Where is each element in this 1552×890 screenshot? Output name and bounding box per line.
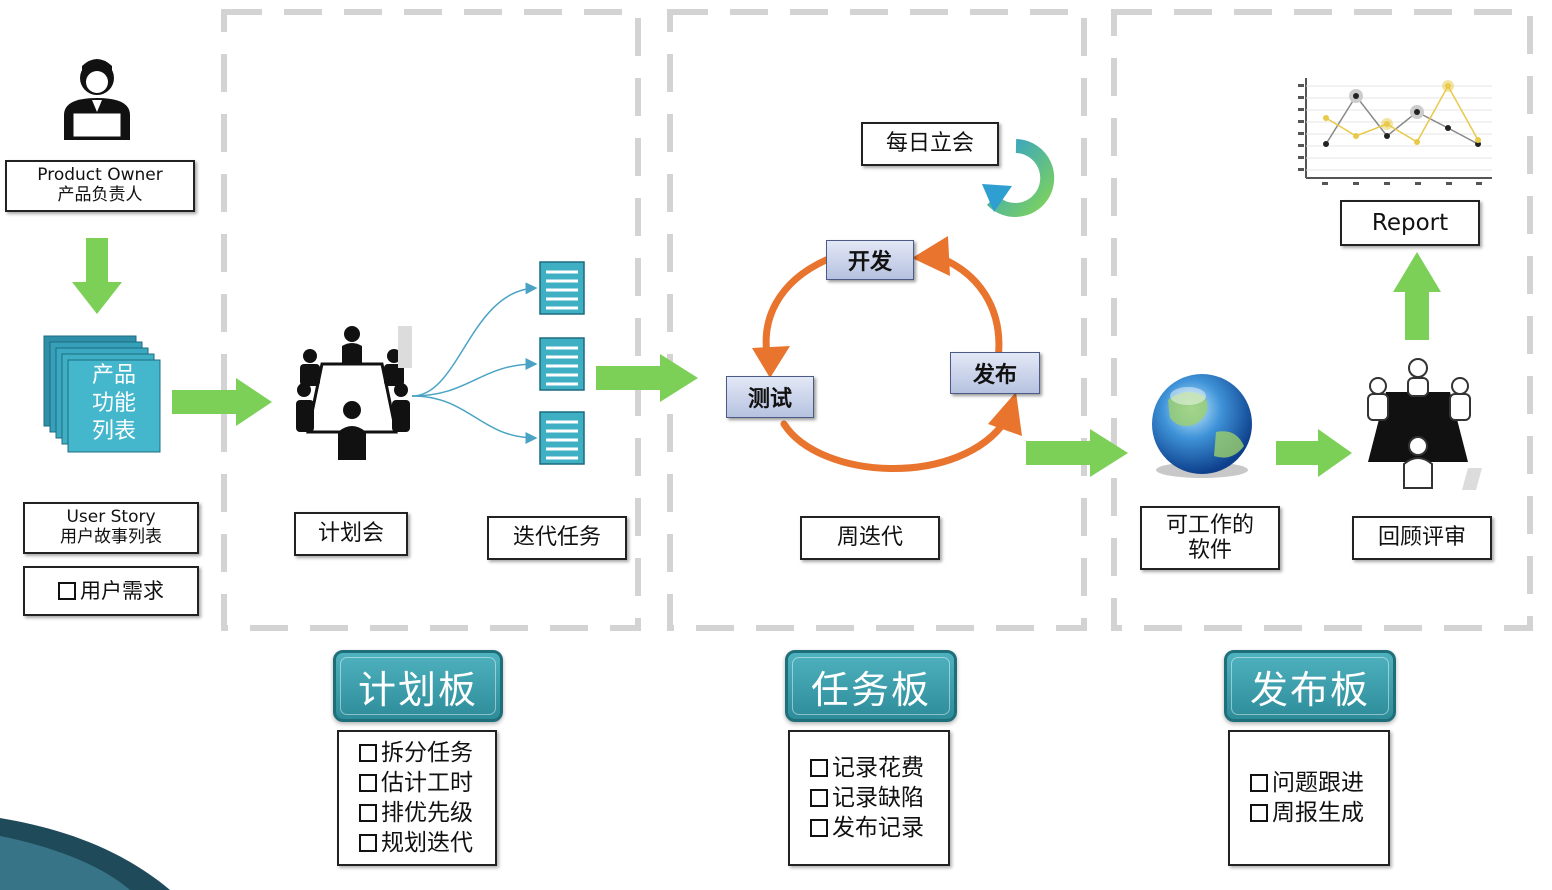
task-board-title: 任务板 (785, 650, 957, 722)
arrow-right-3 (1026, 429, 1128, 477)
task-fan-lines (411, 282, 538, 444)
backlog-card: 产品 功能 列表 (70, 362, 158, 450)
product-owner-cn: 产品负责人 (57, 185, 143, 205)
checklist-item: 估计工时 (359, 768, 495, 798)
planning-board-title: 计划板 (333, 650, 503, 722)
checkbox-icon (810, 759, 828, 777)
checklist-item: 记录缺陷 (810, 783, 948, 813)
review-meeting-icon (1367, 358, 1482, 490)
user-needs-label: 用户需求 (23, 566, 199, 616)
arrow-right-4 (1276, 429, 1352, 477)
planning-meeting-icon (296, 326, 412, 460)
task-list-icons (539, 261, 585, 465)
report-chart-icon (1298, 78, 1492, 185)
phase-box-planning (221, 9, 641, 631)
iteration-tasks-label: 迭代任务 (487, 516, 627, 560)
phase-box-release (1111, 9, 1533, 631)
checklist-item: 发布记录 (810, 813, 948, 843)
release-chip: 发布 (950, 352, 1040, 394)
product-owner-label: Product Owner 产品负责人 (5, 160, 195, 212)
review-label: 回顾评审 (1352, 516, 1492, 560)
product-owner-en: Product Owner (37, 165, 163, 186)
user-story-en: User Story (66, 507, 156, 528)
planning-meeting-label: 计划会 (294, 512, 408, 556)
arrow-right-1 (172, 378, 272, 426)
checklist-item: 排优先级 (359, 798, 495, 828)
cycle-arrowhead-develop (912, 236, 950, 276)
arrow-up-report (1393, 252, 1441, 340)
checkbox-icon (359, 834, 377, 852)
arrow-right-2 (596, 354, 698, 402)
product-owner-icon (64, 59, 130, 140)
report-label: Report (1340, 200, 1480, 246)
checkbox-icon (359, 804, 377, 822)
cycle-arrowhead-release (988, 392, 1022, 436)
backlog-line-1: 产品 (91, 363, 136, 388)
backlog-stack (43, 335, 161, 453)
develop-chip: 开发 (826, 240, 914, 280)
globe-icon (1152, 374, 1252, 478)
checkbox-icon (810, 819, 828, 837)
weekly-iteration-label: 周迭代 (800, 516, 940, 560)
release-board-checklist: 问题跟进 周报生成 (1228, 730, 1390, 866)
checkbox-icon (1250, 804, 1268, 822)
checklist-item: 记录花费 (810, 753, 948, 783)
user-story-label: User Story 用户故事列表 (23, 502, 199, 554)
checklist-item: 周报生成 (1250, 798, 1388, 828)
release-board-title: 发布板 (1224, 650, 1396, 722)
cycle-arrowhead-test (752, 346, 790, 378)
daily-standup-label: 每日立会 (861, 122, 999, 166)
planning-board-checklist: 拆分任务 估计工时 排优先级 规划迭代 (337, 730, 497, 866)
user-needs-text: 用户需求 (80, 578, 164, 603)
working-software-label: 可工作的 软件 (1140, 506, 1280, 570)
checkbox-icon (359, 774, 377, 792)
refresh-cycle-icon (982, 139, 1055, 217)
backlog-line-3: 列表 (91, 419, 136, 444)
checkbox-icon (810, 789, 828, 807)
task-board-checklist: 记录花费 记录缺陷 发布记录 (788, 730, 950, 866)
user-story-cn: 用户故事列表 (60, 527, 162, 547)
checklist-item: 问题跟进 (1250, 768, 1388, 798)
checklist-item: 规划迭代 (359, 828, 495, 858)
backlog-line-2: 功能 (91, 391, 136, 416)
test-chip: 测试 (726, 376, 814, 418)
checkbox-icon (359, 744, 377, 762)
phase-box-iteration (667, 9, 1087, 631)
checklist-item: 拆分任务 (359, 738, 495, 768)
arrow-down-po (72, 238, 122, 314)
checkbox-icon (58, 582, 76, 600)
checkbox-icon (1250, 774, 1268, 792)
